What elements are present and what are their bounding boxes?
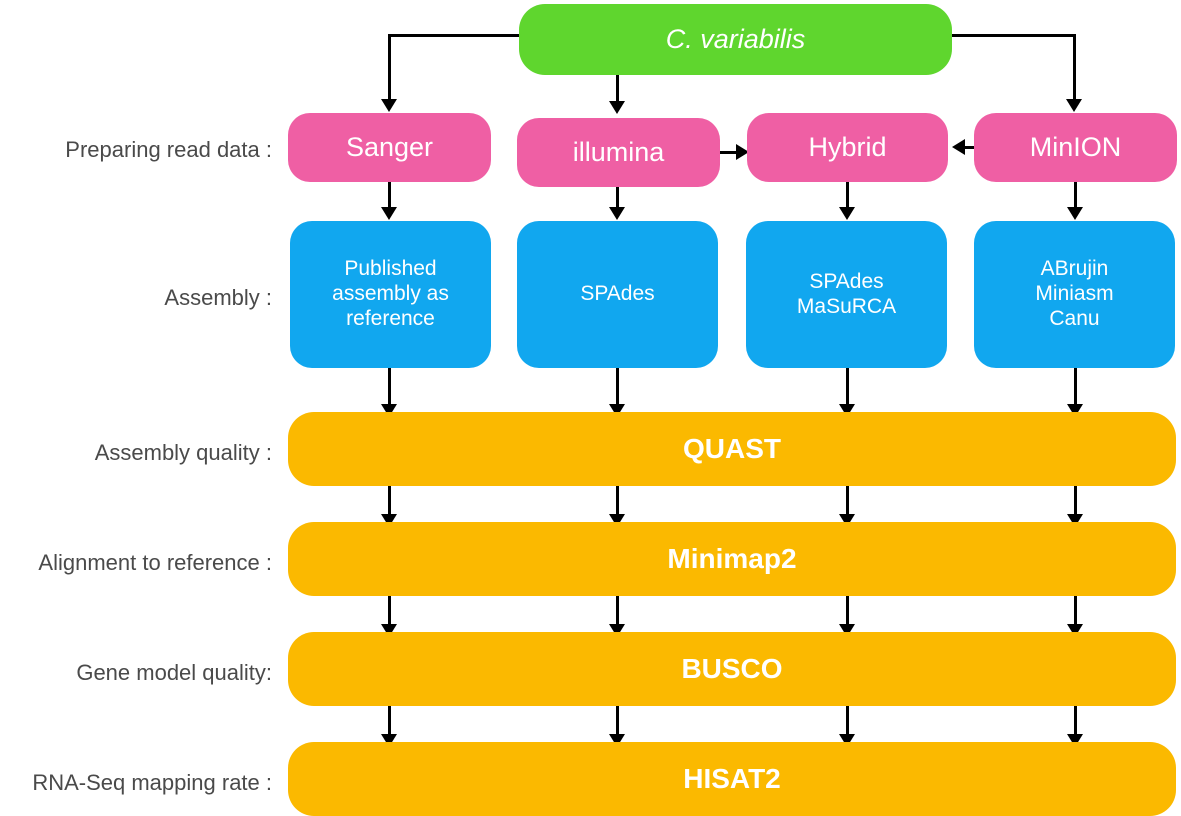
arrow-green-to-minion [1066, 99, 1082, 112]
node-spades[interactable]: SPAdes [517, 221, 718, 368]
row-label-gene-model-quality: Gene model quality: [76, 660, 272, 685]
connector-green-to-sanger-vertical [388, 34, 391, 100]
node-hisat2-label: HISAT2 [683, 763, 781, 795]
node-minimap2-label: Minimap2 [667, 543, 797, 575]
node-published-assembly-label: Published assembly as reference [332, 257, 449, 330]
connector-green-to-illumina-vertical [616, 75, 619, 103]
node-busco[interactable]: BUSCO [288, 632, 1176, 706]
connector-minion-to-assembly [1074, 182, 1077, 208]
connector-green-to-minion-horizontal [952, 34, 1076, 37]
connector-quast-to-minimap2-4 [1074, 486, 1077, 522]
connector-minimap2-to-busco-1 [388, 596, 391, 632]
row-label-alignment-to-reference: Alignment to reference : [38, 550, 272, 575]
connector-green-to-minion-vertical [1073, 34, 1076, 100]
connector-a2-to-quast [616, 368, 619, 405]
connector-sanger-to-assembly [388, 182, 391, 208]
arrow-hybrid-to-assembly [839, 207, 855, 220]
node-minion[interactable]: MinION [974, 113, 1177, 182]
node-spades-label: SPAdes [580, 282, 655, 306]
row-label-rnaseq-mapping-rate: RNA-Seq mapping rate : [32, 770, 272, 795]
node-species[interactable]: C. variabilis [519, 4, 952, 75]
connector-minimap2-to-busco-3 [846, 596, 849, 632]
connector-busco-to-hisat2-4 [1074, 706, 1077, 742]
arrow-illumina-to-assembly [609, 207, 625, 220]
node-hybrid-label: Hybrid [808, 131, 887, 162]
arrow-sanger-to-assembly [381, 207, 397, 220]
connector-busco-to-hisat2-1 [388, 706, 391, 742]
node-species-label: C. variabilis [665, 23, 806, 54]
node-illumina-label: illumina [572, 136, 665, 167]
node-illumina[interactable]: illumina [517, 118, 720, 187]
connector-busco-to-hisat2-2 [616, 706, 619, 742]
connector-a1-to-quast [388, 368, 391, 405]
node-spades-masurca-label: SPAdes MaSuRCA [796, 269, 897, 318]
arrow-green-to-illumina [609, 101, 625, 114]
connector-a3-to-quast [846, 368, 849, 405]
connector-quast-to-minimap2-2 [616, 486, 619, 522]
connector-quast-to-minimap2-3 [846, 486, 849, 522]
node-abrujin-miniasm-canu-label: ABrujin Miniasm Canu [1035, 257, 1114, 330]
node-quast-label: QUAST [683, 433, 781, 465]
node-minimap2[interactable]: Minimap2 [288, 522, 1176, 596]
arrow-minion-to-hybrid [952, 139, 965, 155]
node-abrujin-miniasm-canu[interactable]: ABrujin Miniasm Canu [974, 221, 1175, 368]
node-spades-masurca[interactable]: SPAdes MaSuRCA [746, 221, 947, 368]
connector-quast-to-minimap2-1 [388, 486, 391, 522]
node-hisat2[interactable]: HISAT2 [288, 742, 1176, 816]
row-label-preparing-read-data: Preparing read data : [65, 137, 272, 162]
connector-busco-to-hisat2-3 [846, 706, 849, 742]
node-minion-label: MinION [1029, 131, 1122, 162]
connector-illumina-to-hybrid [720, 151, 738, 154]
connector-minimap2-to-busco-4 [1074, 596, 1077, 632]
node-busco-label: BUSCO [681, 653, 783, 685]
row-label-assembly-quality: Assembly quality : [94, 440, 272, 465]
connector-hybrid-to-assembly [846, 182, 849, 208]
node-hybrid[interactable]: Hybrid [747, 113, 948, 182]
row-label-assembly: Assembly : [164, 285, 272, 310]
connector-a4-to-quast [1074, 368, 1077, 405]
connector-minimap2-to-busco-2 [616, 596, 619, 632]
arrow-illumina-to-hybrid [736, 144, 749, 160]
node-published-assembly[interactable]: Published assembly as reference [290, 221, 491, 368]
node-sanger-label: Sanger [345, 131, 434, 162]
connector-illumina-to-assembly [616, 187, 619, 208]
connector-green-to-sanger-horizontal [389, 34, 524, 37]
arrow-minion-to-assembly [1067, 207, 1083, 220]
arrow-green-to-sanger [381, 99, 397, 112]
node-quast[interactable]: QUAST [288, 412, 1176, 486]
node-sanger[interactable]: Sanger [288, 113, 491, 182]
